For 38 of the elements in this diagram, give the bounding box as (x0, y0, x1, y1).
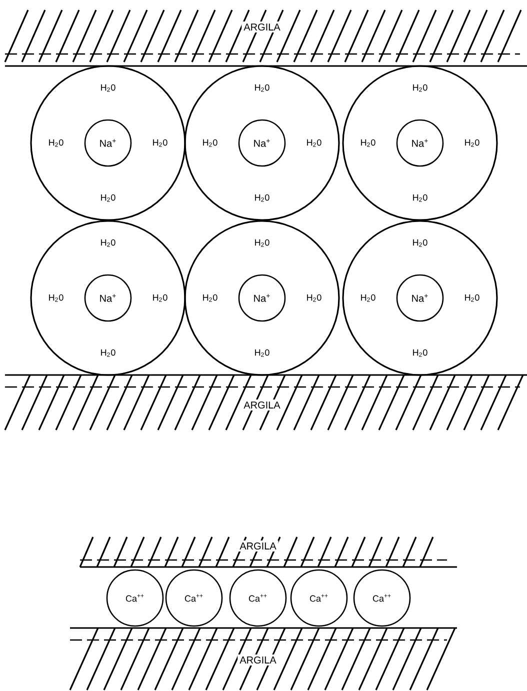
water-label: H$_{2}$0 (153, 139, 168, 147)
water-label: H$_{2}$0 (465, 139, 480, 147)
clay-layer: ARGILA (4, 374, 527, 430)
hydration-shell (342, 65, 498, 221)
water-label: H$_{2}$0 (307, 294, 322, 302)
clay-layer: ARGILA (69, 627, 457, 690)
water-label: H$_{2}$0 (413, 194, 428, 202)
water-label: H$_{2}$0 (413, 349, 428, 357)
water-label: H$_{2}$0 (361, 139, 376, 147)
hydration-shell (184, 220, 340, 376)
water-label: H$_{2}$0 (413, 84, 428, 92)
water-label: H$_{2}$0 (255, 194, 270, 202)
water-label: H$_{2}$0 (101, 239, 116, 247)
hydration-shell (30, 220, 186, 376)
water-label: H$_{2}$0 (307, 139, 322, 147)
hydration-shell (184, 65, 340, 221)
hydration-shell (342, 220, 498, 376)
water-label: H$_{2}$0 (413, 239, 428, 247)
hydration-shell (30, 65, 186, 221)
node-label: ARGILA (240, 542, 276, 550)
node-label: ARGILA (244, 401, 280, 409)
node-label: ARGILA (244, 23, 280, 31)
water-label: H$_{2}$0 (465, 294, 480, 302)
water-label: H$_{2}$0 (361, 294, 376, 302)
water-label: H$_{2}$0 (49, 139, 64, 147)
water-label: H$_{2}$0 (255, 349, 270, 357)
water-label: H$_{2}$0 (203, 139, 218, 147)
water-label: H$_{2}$0 (153, 294, 168, 302)
water-label: H$_{2}$0 (255, 239, 270, 247)
water-label: H$_{2}$0 (101, 349, 116, 357)
water-label: H$_{2}$0 (101, 84, 116, 92)
water-label: H$_{2}$0 (255, 84, 270, 92)
node-label: ARGILA (240, 656, 276, 664)
water-label: H$_{2}$0 (101, 194, 116, 202)
clay-layer: ARGILA (79, 536, 457, 568)
water-label: H$_{2}$0 (203, 294, 218, 302)
water-label: H$_{2}$0 (49, 294, 64, 302)
clay-layer: ARGILA (4, 10, 527, 67)
